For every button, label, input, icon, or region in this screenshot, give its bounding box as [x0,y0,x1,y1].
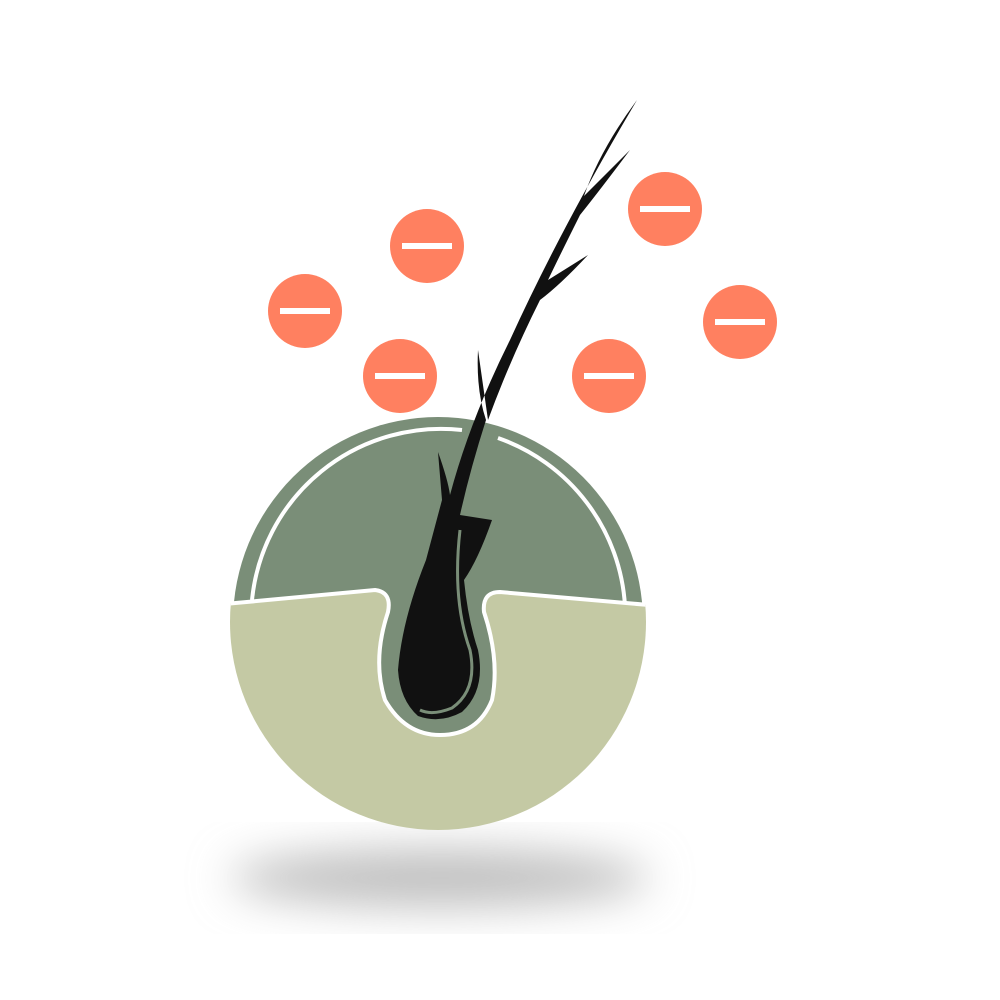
ion-3 [363,339,437,413]
ion-5 [628,172,702,246]
minus-icon [280,308,330,314]
skin-layer [230,587,646,830]
minus-icon [375,373,425,379]
minus-icon [402,243,452,249]
ground-shadow [230,850,650,906]
hair-bulb-highlight [419,529,474,715]
minus-icon [715,319,765,325]
ion-4 [572,339,646,413]
ion-1 [268,274,342,348]
ion-6 [703,285,777,359]
ion-group [268,172,777,413]
inner-ring [250,426,627,607]
ion-2 [390,209,464,283]
minus-icon [640,206,690,212]
minus-icon [584,373,634,379]
